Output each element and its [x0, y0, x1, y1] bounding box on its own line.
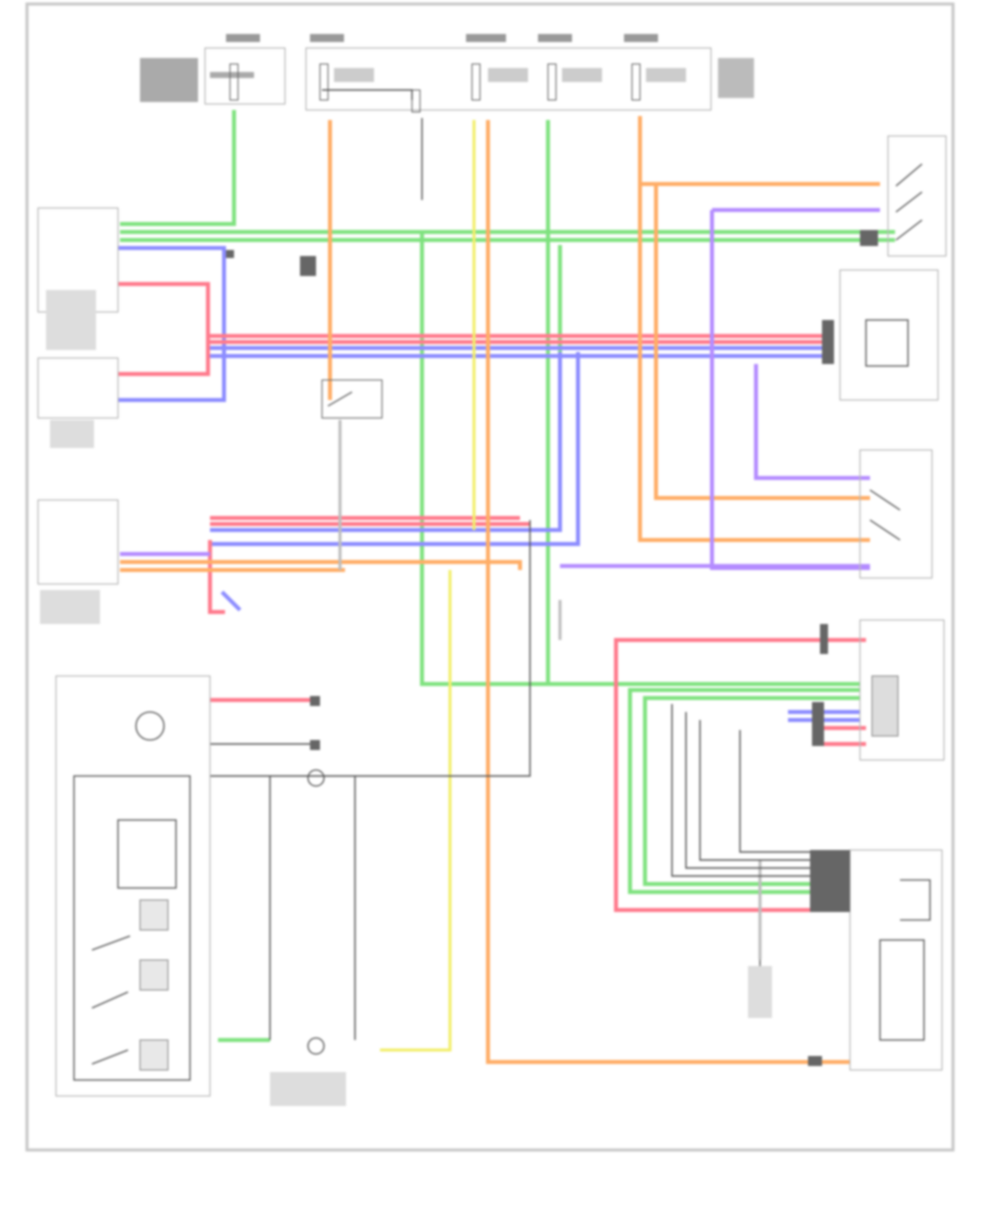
- wire-green: [120, 110, 895, 1042]
- right-switch-lower: [859, 449, 933, 579]
- fuse-block-label-left: [140, 58, 198, 102]
- fuse-block-right: [305, 34, 754, 111]
- wire-yellow: [380, 120, 476, 1052]
- fuse-block-left: [204, 34, 286, 105]
- center-relay: [321, 379, 383, 419]
- wire-red: [118, 282, 866, 912]
- wire-purple: [120, 208, 880, 570]
- bottom-junction: [270, 769, 346, 1106]
- right-connector-mid: [859, 619, 945, 761]
- right-component-bottom: [849, 849, 943, 1071]
- relay-box: [55, 675, 211, 1097]
- wire-orange: [120, 116, 880, 1064]
- left-connector-top: [37, 207, 119, 350]
- right-switch-top: [887, 135, 947, 257]
- fuse-row: [229, 63, 686, 113]
- left-connector-lower: [37, 499, 119, 624]
- connector-markers: [226, 230, 878, 1066]
- right-module-mid: [839, 269, 939, 401]
- diagram-frame: [25, 2, 955, 1152]
- left-connector-mid: [37, 357, 119, 448]
- ground-symbol-right: [748, 960, 772, 1018]
